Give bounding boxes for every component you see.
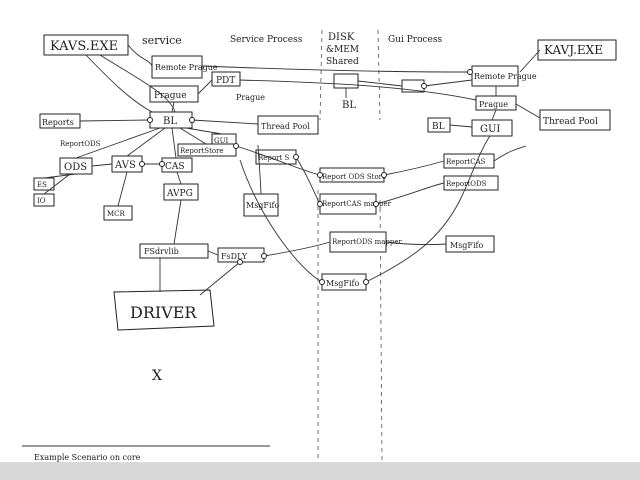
reports-label: Reports xyxy=(42,118,74,127)
remote-prague-left-label: Remote Prague xyxy=(155,63,218,72)
report-ods-low-label: ReportODS mapper xyxy=(332,238,403,246)
mgffifo-mid-label: MsgFifo xyxy=(326,279,359,288)
gui-process-label: Gui Process xyxy=(388,35,442,45)
junction-dots xyxy=(139,69,473,285)
thread-pool-right-box xyxy=(539,109,611,131)
bl-right-label: BL xyxy=(432,122,445,132)
service-label: service xyxy=(142,34,182,47)
x-mark: X xyxy=(152,368,162,384)
reportods-label: ReportODS xyxy=(60,140,101,148)
driver-label: DRIVER xyxy=(130,303,197,322)
es-label: ES xyxy=(37,181,47,189)
pdt-label: PDT xyxy=(216,76,235,86)
thread-pool-left-box xyxy=(257,115,319,135)
bl-mid-label: BL xyxy=(342,100,356,111)
gui-small-label: GUI xyxy=(214,137,228,145)
kavj-exe-box xyxy=(537,39,617,61)
prague-right-label: Prague xyxy=(479,100,508,109)
bl-mid-shared-box xyxy=(333,73,359,89)
report-store-box xyxy=(177,143,237,157)
disk-label: DISK xyxy=(328,32,355,43)
msg-fifo-right-label: MsgFifo xyxy=(450,241,483,250)
report-store-label: ReportStore xyxy=(180,147,224,155)
report-ods-right-label: ReportODS xyxy=(446,180,487,188)
gui-right-label: GUI xyxy=(480,124,500,135)
shared-label: Shared xyxy=(326,57,359,67)
bl-left-label: BL xyxy=(163,116,177,127)
thread-pool-left-label: Thread Pool xyxy=(261,122,310,131)
mem-label: &MEM xyxy=(326,45,359,55)
prague-side-label: Prague xyxy=(236,93,265,102)
remote-prague-right-box xyxy=(471,65,519,87)
bottom-scrollbar-strip xyxy=(0,462,640,480)
cas-label: CAS xyxy=(165,162,185,172)
connection-lines xyxy=(43,44,541,296)
ods-label: ODS xyxy=(64,162,87,173)
driver-box xyxy=(113,289,215,331)
process-divider-left xyxy=(317,29,323,460)
prague-left-label: Prague xyxy=(154,91,187,101)
avs-label: AVS xyxy=(114,160,136,171)
kavj-exe-label: KAVJ.EXE xyxy=(544,43,603,57)
remote-prague-right-label: Remote Prague xyxy=(474,72,537,81)
io-label: IO xyxy=(37,197,46,205)
kavs-exe-label: KAVS.EXE xyxy=(50,39,118,54)
fs-driver-label: FSdrvlib xyxy=(144,247,179,256)
report-cas-right-label: ReportCAS xyxy=(446,158,486,166)
report-cas-mid-label: ReportCAS mapper xyxy=(322,200,392,208)
fs-dly-label: FsDLY xyxy=(221,252,248,261)
thread-pool-right-label: Thread Pool xyxy=(543,117,598,127)
mcr-label: MCR xyxy=(107,210,126,218)
remote-prague-left-box xyxy=(151,55,203,79)
mgffifo-left-label: MsgFifo xyxy=(246,201,279,210)
pdt-box xyxy=(211,71,241,87)
avpg-label: AVPG xyxy=(166,189,193,199)
report-ods-mid-label: Report ODS Store xyxy=(322,173,386,181)
footer-note: Example Scenario on core xyxy=(34,453,141,462)
report-s-label: Report S xyxy=(258,154,289,162)
service-process-label: Service Process xyxy=(230,35,303,45)
